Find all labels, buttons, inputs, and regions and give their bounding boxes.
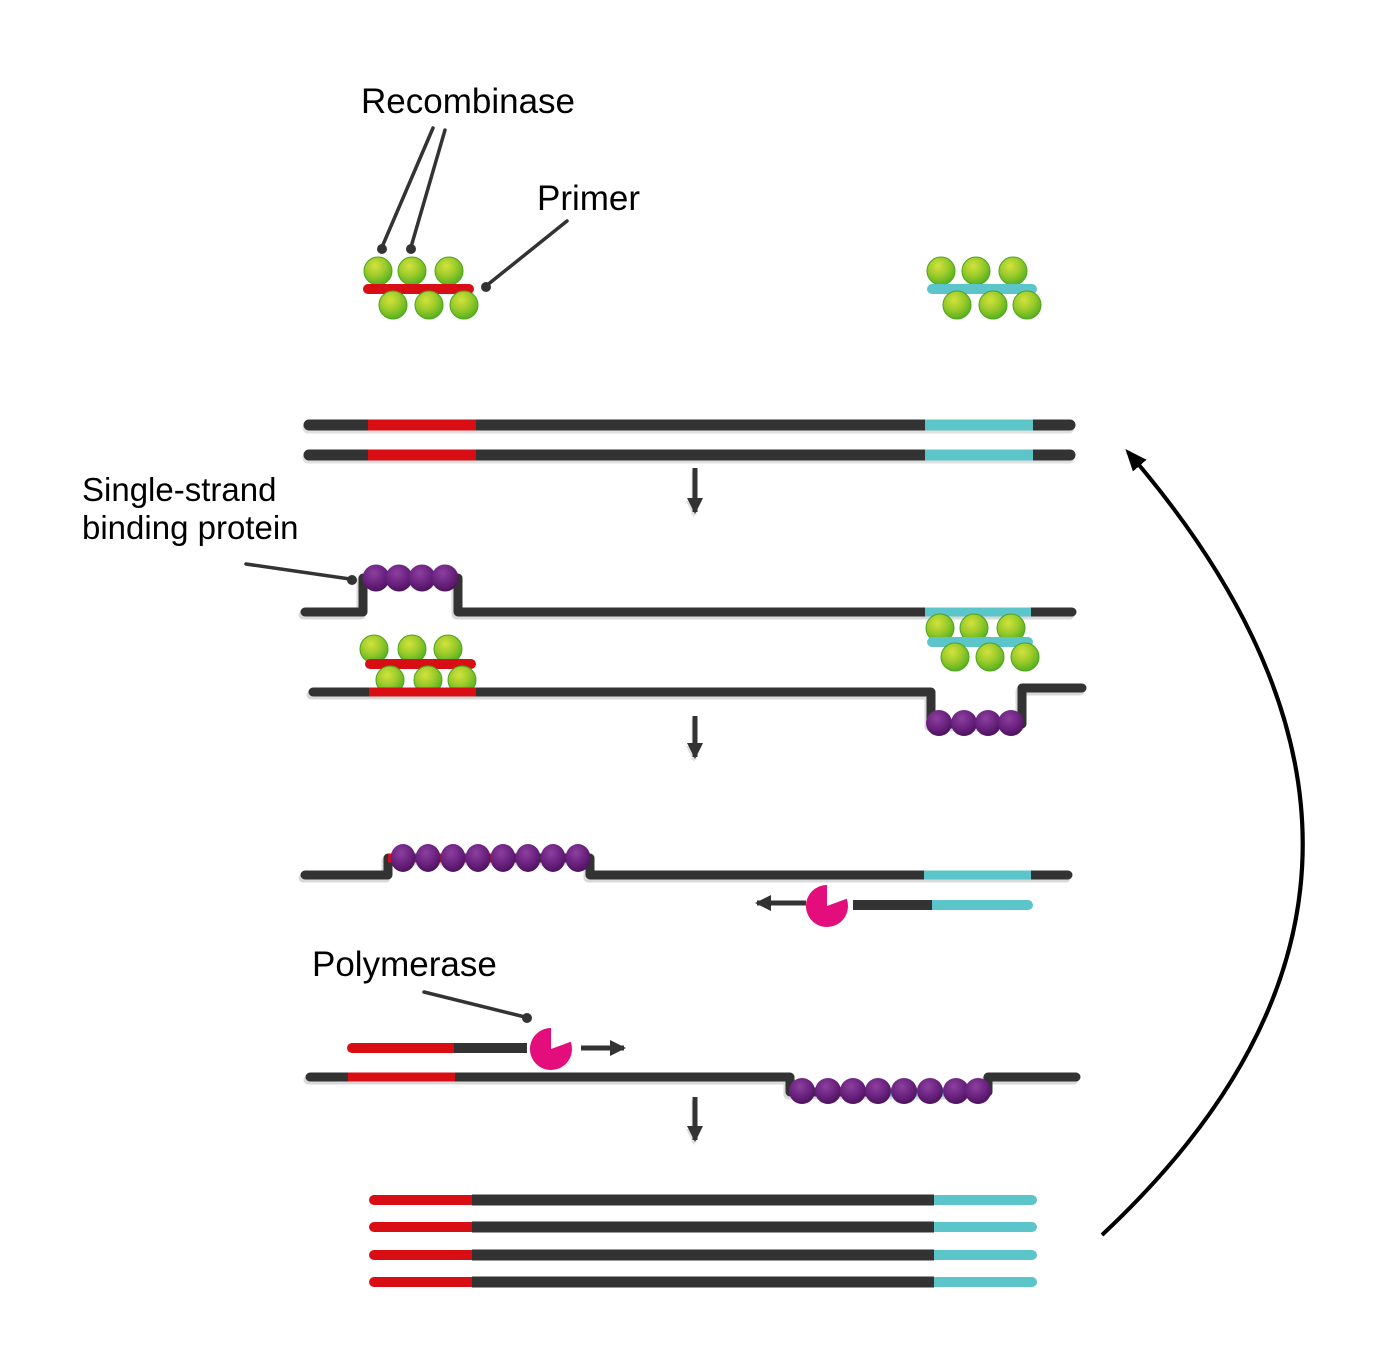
invading-reverse-primer-complex (925, 613, 1040, 672)
ssb-bead-icon (390, 844, 416, 872)
ssb-bead-icon (431, 564, 459, 592)
recombinase-bead-icon (940, 642, 970, 672)
ssb-bead-icon (917, 1078, 943, 1104)
polymerase-pacman-icon (529, 1028, 572, 1070)
recombinase-pointer-lines (377, 126, 447, 254)
ssb-bead-icon (815, 1078, 841, 1104)
stage-strand-invasion (244, 562, 1087, 736)
ssb-label-line2: binding protein (82, 509, 299, 546)
cycle-repeat-arrow (1100, 448, 1305, 1237)
ssb-bead-icon (891, 1078, 917, 1104)
recombinase-bead-icon (1012, 290, 1042, 320)
ssb-bead-icon (965, 1078, 991, 1104)
ssb-bead-icon (465, 844, 491, 872)
recombinase-bead-icon (414, 290, 444, 320)
ssb-bead-icon (840, 1078, 866, 1104)
recombinase-bead-icon (998, 256, 1028, 286)
stage-extension-forward (305, 1028, 1081, 1104)
ssb-bead-icon (385, 564, 413, 592)
ssb-bead-icon (440, 844, 466, 872)
recombinase-bead-icon (942, 290, 972, 320)
amplified-duplex-products (369, 1194, 1037, 1288)
stage-extension-reverse (300, 844, 1073, 927)
reverse-primer-recombinase-complex (926, 256, 1042, 320)
polymerase-label: Polymerase (312, 945, 497, 984)
ssb-bead-icon (951, 710, 977, 736)
primer-pointer-line (481, 219, 569, 292)
recombinase-label: Recombinase (361, 82, 575, 121)
primer-label: Primer (537, 179, 641, 218)
ssb-bead-icon (540, 844, 566, 872)
ssb-bead-icon (998, 710, 1024, 736)
ssb-label: Single-strand binding protein (82, 471, 299, 547)
ssb-bead-icon (865, 1078, 891, 1104)
invading-forward-primer-complex (359, 634, 477, 695)
ssb-beads-row (789, 1078, 991, 1104)
recombinase-bead-icon (363, 256, 393, 286)
ssb-bead-icon (490, 844, 516, 872)
template-dsdna (303, 419, 1076, 461)
ssb-label-line1: Single-strand (82, 471, 277, 508)
ssb-beads-on-bottom-loop (926, 710, 1024, 736)
recombinase-bead-icon (449, 290, 479, 320)
recombinase-bead-icon (433, 634, 463, 664)
polymerase-pacman-icon (805, 885, 848, 927)
recombinase-bead-icon (397, 634, 427, 664)
recombinase-bead-icon (975, 642, 1005, 672)
ssb-bead-icon (415, 844, 441, 872)
recombinase-bead-icon (978, 290, 1008, 320)
recombinase-bead-icon (378, 290, 408, 320)
ssb-bead-icon (975, 710, 1001, 736)
ssb-bead-icon (515, 844, 541, 872)
ssb-bead-icon (565, 844, 591, 872)
forward-primer-recombinase-complex (363, 256, 479, 320)
polymerase-pointer-line (422, 990, 532, 1023)
recombinase-bead-icon (359, 634, 389, 664)
ssb-beads-row (390, 844, 591, 872)
ssb-bead-icon (789, 1078, 815, 1104)
ssb-bead-icon (926, 710, 952, 736)
ssb-bead-icon (943, 1078, 969, 1104)
recombinase-bead-icon (1010, 642, 1040, 672)
ssb-pointer-line (244, 562, 357, 585)
ssb-bead-icon (362, 564, 390, 592)
ssb-bead-icon (408, 564, 436, 592)
recombinase-bead-icon (434, 256, 464, 286)
recombinase-bead-icon (961, 256, 991, 286)
ssb-beads-on-loop (362, 564, 459, 592)
recombinase-bead-icon (397, 256, 427, 286)
recombinase-bead-icon (926, 256, 956, 286)
